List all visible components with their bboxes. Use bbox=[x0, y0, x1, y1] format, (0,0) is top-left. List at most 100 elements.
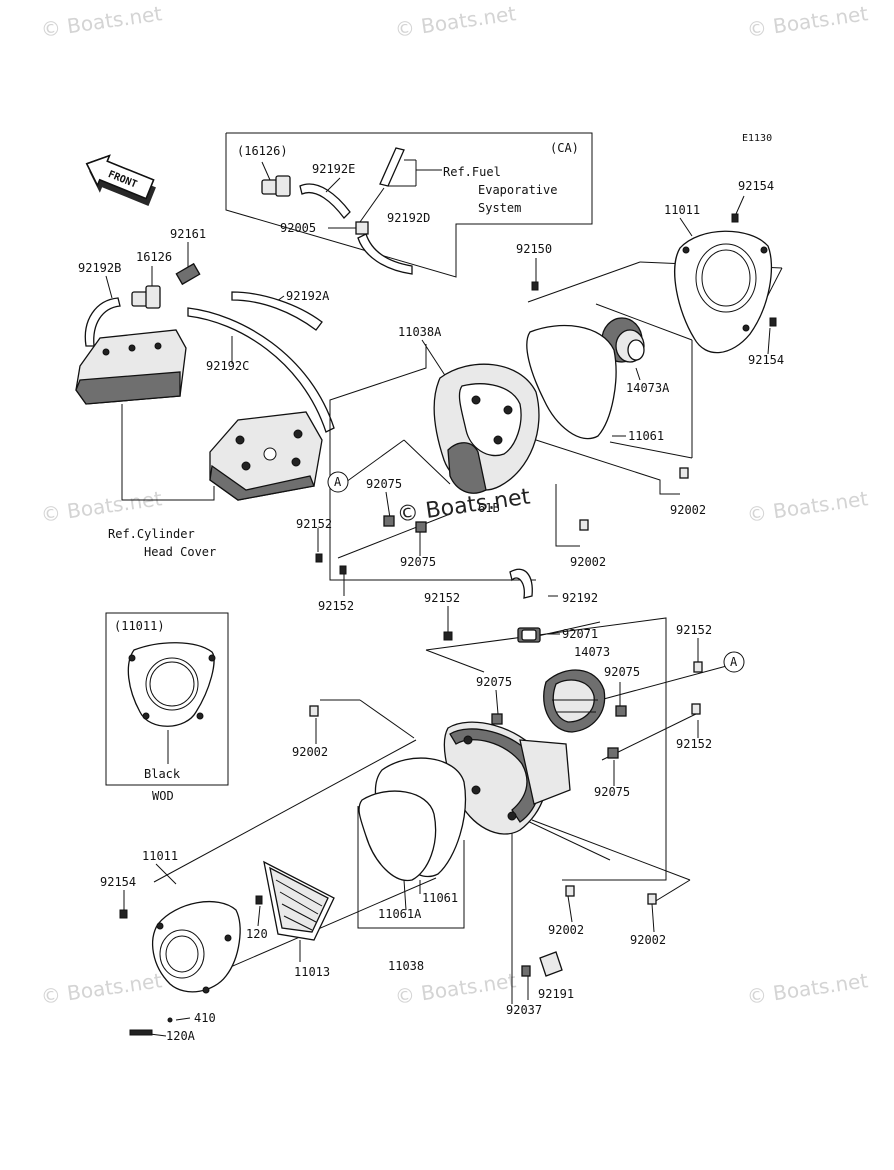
ref-cylinder-line1: Ref.Cylinder bbox=[108, 527, 195, 541]
part-label: 61B bbox=[478, 501, 500, 515]
air-cleaner-cover-icon bbox=[152, 901, 241, 994]
air-cleaner-housing-icon bbox=[443, 721, 571, 835]
hose-92192c-icon bbox=[187, 307, 335, 433]
hose-icon bbox=[299, 183, 351, 219]
collar-icon bbox=[491, 713, 503, 725]
part-label: 11061 bbox=[628, 429, 664, 443]
part-label: 410 bbox=[194, 1011, 216, 1025]
part-label: 92152 bbox=[676, 623, 712, 637]
collar-icon bbox=[415, 521, 427, 533]
hose-icon bbox=[509, 568, 533, 599]
bolt-icon bbox=[443, 631, 453, 641]
cylinder-head-cover-icon bbox=[75, 329, 187, 405]
screw-icon bbox=[129, 1029, 153, 1036]
wod-color: Black bbox=[144, 767, 181, 781]
fitting-icon bbox=[355, 221, 369, 235]
cylinder-head-cover-icon bbox=[209, 411, 323, 501]
ref-fuel-line3: System bbox=[478, 201, 521, 215]
wod-box: (11011) Black WOD bbox=[105, 612, 229, 803]
washer-icon bbox=[167, 1017, 173, 1023]
watermark: © Boats.net bbox=[745, 1, 869, 42]
part-label: 14073A bbox=[626, 381, 670, 395]
part-label: 11011 bbox=[142, 849, 178, 863]
part-label: 92002 bbox=[630, 933, 666, 947]
bolt-icon bbox=[309, 705, 319, 717]
ref-fuel-line1: Ref.Fuel bbox=[443, 165, 501, 179]
callout-marker: A bbox=[723, 651, 745, 673]
wod-title: (11011) bbox=[114, 619, 165, 633]
bolt-icon bbox=[315, 553, 323, 563]
part-label: 92152 bbox=[676, 737, 712, 751]
part-label: 92075 bbox=[476, 675, 512, 689]
part-label: 92152 bbox=[424, 591, 460, 605]
air-cleaner-cover-icon bbox=[674, 230, 773, 354]
part-label: 92192D bbox=[387, 211, 430, 225]
part-label: 92154 bbox=[748, 353, 784, 367]
bolt-icon bbox=[691, 703, 701, 715]
air-filter-frame-icon bbox=[263, 860, 335, 941]
front-arrow-icon: FRONT bbox=[85, 154, 156, 206]
collar-icon bbox=[615, 705, 627, 717]
watermark: © Boats.net bbox=[39, 968, 163, 1009]
part-label: 92002 bbox=[292, 745, 328, 759]
ref-fuel-line2: Evaporative bbox=[478, 183, 557, 197]
part-label: 92002 bbox=[570, 555, 606, 569]
hose-icon bbox=[357, 233, 413, 275]
screw-icon bbox=[769, 317, 777, 327]
part-label: 11038 bbox=[388, 959, 424, 973]
bolt-icon bbox=[647, 893, 657, 905]
bolt-icon bbox=[693, 661, 703, 673]
plug-icon bbox=[539, 951, 563, 977]
part-label: 11061A bbox=[378, 907, 422, 921]
ref-cylinder-line2: Head Cover bbox=[144, 545, 216, 559]
part-label: 92192E bbox=[312, 162, 355, 176]
watermark: © Boats.net bbox=[39, 486, 163, 527]
diagram-code: E1130 bbox=[742, 133, 772, 144]
bolt-icon bbox=[339, 565, 347, 575]
ca-box: (CA) (16126) 92192E 92005 92192D Ref.Fue… bbox=[225, 132, 593, 278]
watermark: © Boats.net bbox=[393, 968, 517, 1009]
part-label: 92037 bbox=[506, 1003, 542, 1017]
part-label: 16126 bbox=[136, 250, 172, 264]
callout-letter: A bbox=[730, 655, 738, 669]
part-label: 92154 bbox=[100, 875, 136, 889]
bolt-icon bbox=[565, 885, 575, 897]
part-label: 92154 bbox=[738, 179, 774, 193]
part-label: 11038A bbox=[398, 325, 442, 339]
air-cleaner-housing-icon bbox=[433, 363, 540, 494]
collar-icon bbox=[607, 747, 619, 759]
part-label: 11061 bbox=[422, 891, 458, 905]
part-label: 92152 bbox=[296, 517, 332, 531]
part-label: 92191 bbox=[538, 987, 574, 1001]
valve-icon bbox=[261, 161, 291, 197]
collar-icon bbox=[383, 515, 395, 527]
part-label: 11013 bbox=[294, 965, 330, 979]
callout-marker: A bbox=[327, 471, 349, 493]
valve-assembly-icon bbox=[131, 262, 201, 309]
snorkel-icon bbox=[543, 669, 606, 733]
part-label: 120A bbox=[166, 1029, 196, 1043]
part-label: 92152 bbox=[318, 599, 354, 613]
clamp-icon bbox=[521, 965, 531, 977]
part-label: 120 bbox=[246, 927, 268, 941]
part-label: (16126) bbox=[237, 144, 288, 158]
part-label: 11011 bbox=[664, 203, 700, 217]
watermark: © Boats.net bbox=[745, 486, 869, 527]
watermark: © Boats.net bbox=[745, 968, 869, 1009]
air-filter-element-a-icon bbox=[358, 790, 437, 882]
part-label: 92192B bbox=[78, 261, 121, 275]
screw-icon bbox=[119, 909, 128, 919]
grommet-icon bbox=[517, 627, 541, 643]
screw-icon bbox=[255, 895, 263, 905]
part-label: 92075 bbox=[604, 665, 640, 679]
callout-letter: A bbox=[334, 475, 342, 489]
bolt-icon bbox=[531, 281, 539, 291]
wod-caption: WOD bbox=[152, 789, 174, 803]
part-label: 92075 bbox=[400, 555, 436, 569]
part-label: 14073 bbox=[574, 645, 610, 659]
part-label: 92075 bbox=[366, 477, 402, 491]
part-label: 92161 bbox=[170, 227, 206, 241]
part-label: 92075 bbox=[594, 785, 630, 799]
bolt-icon bbox=[579, 519, 589, 531]
